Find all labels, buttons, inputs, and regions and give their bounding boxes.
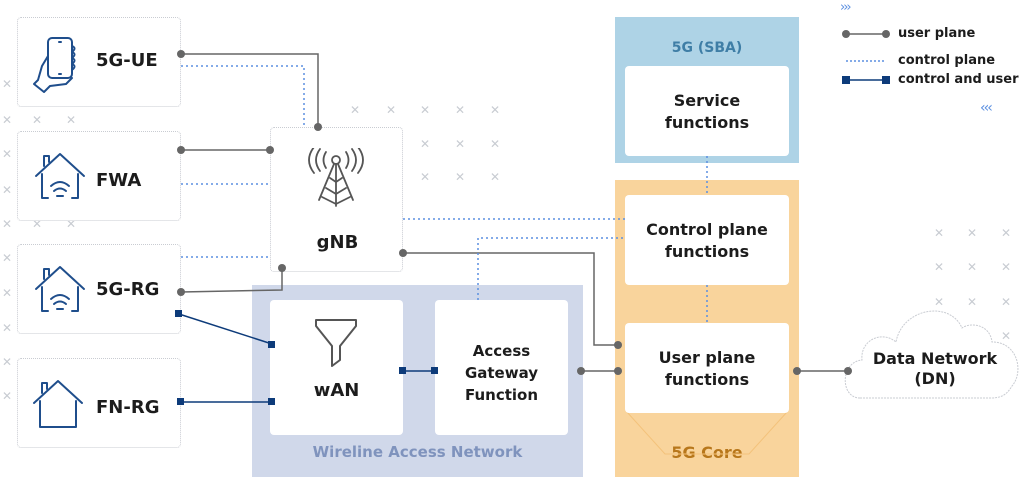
x-mark: ✕ bbox=[420, 170, 431, 184]
x-mark: ✕ bbox=[386, 103, 397, 117]
core-funnel-outline bbox=[626, 412, 788, 455]
legend-swatch-user-plane bbox=[842, 30, 890, 38]
service-functions-node[interactable]: Service functions bbox=[625, 66, 789, 156]
link-5grg-wan-both bbox=[178, 313, 273, 345]
device-label: 5G-UE bbox=[96, 50, 158, 71]
x-mark: ✕ bbox=[1001, 329, 1012, 343]
user-label-line: User plane bbox=[658, 348, 756, 367]
device-label: FWA bbox=[96, 170, 142, 191]
device-5g-rg[interactable]: 5G-RG bbox=[17, 244, 181, 334]
link-gnb-upf-user bbox=[403, 252, 618, 346]
x-mark: ✕ bbox=[420, 137, 431, 151]
agf-label-line: Access bbox=[472, 342, 531, 360]
house-wifi-icon bbox=[35, 153, 85, 199]
legend-label-control-and-user: control and user bbox=[898, 72, 1019, 87]
x-mark: ✕ bbox=[2, 355, 13, 369]
link-5grg-gnb-user bbox=[180, 268, 283, 293]
device-label: 5G-RG bbox=[96, 279, 160, 300]
dn-label-line: (DN) bbox=[914, 369, 956, 388]
x-mark: ✕ bbox=[2, 147, 13, 161]
user-plane-functions-node[interactable]: User plane functions bbox=[625, 323, 789, 413]
x-mark: ✕ bbox=[1001, 295, 1012, 309]
user-plane-links bbox=[180, 53, 848, 372]
control-label-line: Control plane bbox=[646, 220, 768, 239]
x-mark: ✕ bbox=[2, 183, 13, 197]
x-mark: ✕ bbox=[455, 137, 466, 151]
house-wifi-icon bbox=[35, 266, 85, 312]
device-fn-rg[interactable]: FN-RG bbox=[17, 358, 181, 448]
agf-label-line: Function bbox=[464, 386, 539, 404]
control-label-line: functions bbox=[664, 242, 750, 261]
x-mark: ✕ bbox=[967, 226, 978, 240]
x-mark: ✕ bbox=[66, 113, 77, 127]
control-and-user-squares bbox=[175, 310, 438, 405]
wan-node[interactable]: wAN bbox=[270, 300, 403, 435]
gnb-label: gNB bbox=[316, 232, 359, 253]
x-mark: ✕ bbox=[2, 113, 13, 127]
chevrons-right-icon: ››› bbox=[840, 0, 852, 15]
user-label-line: functions bbox=[664, 370, 750, 389]
core-region-label: 5G Core bbox=[671, 443, 743, 462]
x-mark: ✕ bbox=[2, 251, 13, 265]
user-plane-dots bbox=[177, 50, 852, 375]
wan-label: wAN bbox=[313, 380, 360, 401]
dn-label-line: Data Network bbox=[872, 349, 998, 368]
x-mark: ✕ bbox=[32, 217, 43, 231]
x-mark: ✕ bbox=[2, 321, 13, 335]
x-mark: ✕ bbox=[934, 260, 945, 274]
agf-label-line: Gateway bbox=[464, 364, 539, 382]
access-gateway-function-node[interactable]: Access Gateway Function bbox=[435, 300, 568, 435]
x-mark: ✕ bbox=[490, 137, 501, 151]
dn-label: Data Network (DN) bbox=[860, 349, 1010, 389]
x-mark: ✕ bbox=[455, 170, 466, 184]
gnb-node[interactable]: gNB bbox=[270, 127, 403, 272]
x-mark: ✕ bbox=[2, 217, 13, 231]
x-mark: ✕ bbox=[934, 226, 945, 240]
data-network-cloud[interactable] bbox=[840, 300, 1024, 400]
device-fwa[interactable]: FWA bbox=[17, 131, 181, 221]
service-label-line: functions bbox=[664, 113, 750, 132]
link-ue-gnb-control bbox=[181, 65, 305, 127]
link-agf-cpf-control bbox=[477, 237, 625, 300]
x-mark: ✕ bbox=[350, 103, 361, 117]
device-label: FN-RG bbox=[96, 397, 160, 418]
x-mark: ✕ bbox=[2, 389, 13, 403]
x-mark: ✕ bbox=[1001, 260, 1012, 274]
x-mark: ✕ bbox=[32, 113, 43, 127]
sba-region-label: 5G (SBA) bbox=[671, 40, 743, 56]
house-icon bbox=[33, 380, 83, 428]
chevrons-left-icon: ‹‹‹ bbox=[980, 100, 993, 116]
legend-label-control-plane: control plane bbox=[898, 53, 996, 68]
x-mark: ✕ bbox=[967, 295, 978, 309]
x-mark: ✕ bbox=[2, 77, 13, 91]
device-5g-ue[interactable]: 5G-UE bbox=[17, 17, 181, 107]
legend-label-user-plane: user plane bbox=[898, 26, 976, 41]
x-mark: ✕ bbox=[1001, 226, 1012, 240]
x-mark: ✕ bbox=[455, 103, 466, 117]
cell-tower-icon bbox=[308, 148, 364, 207]
control-and-user-links bbox=[178, 313, 435, 403]
x-mark: ✕ bbox=[490, 103, 501, 117]
x-mark: ✕ bbox=[2, 286, 13, 300]
service-label-line: Service bbox=[673, 91, 741, 110]
link-ue-gnb-user bbox=[181, 53, 319, 127]
legend-swatch-control-and-user bbox=[842, 76, 890, 84]
wireline-region-label: Wireline Access Network bbox=[312, 443, 523, 461]
x-mark: ✕ bbox=[967, 260, 978, 274]
x-mark: ✕ bbox=[934, 295, 945, 309]
legend-swatches bbox=[842, 30, 890, 84]
smartphone-hand-icon bbox=[33, 37, 76, 93]
control-plane-links bbox=[181, 65, 708, 323]
filter-funnel-icon bbox=[315, 319, 357, 367]
x-mark: ✕ bbox=[420, 103, 431, 117]
x-mark: ✕ bbox=[490, 170, 501, 184]
control-plane-functions-node[interactable]: Control plane functions bbox=[625, 195, 789, 285]
x-mark: ✕ bbox=[66, 217, 77, 231]
